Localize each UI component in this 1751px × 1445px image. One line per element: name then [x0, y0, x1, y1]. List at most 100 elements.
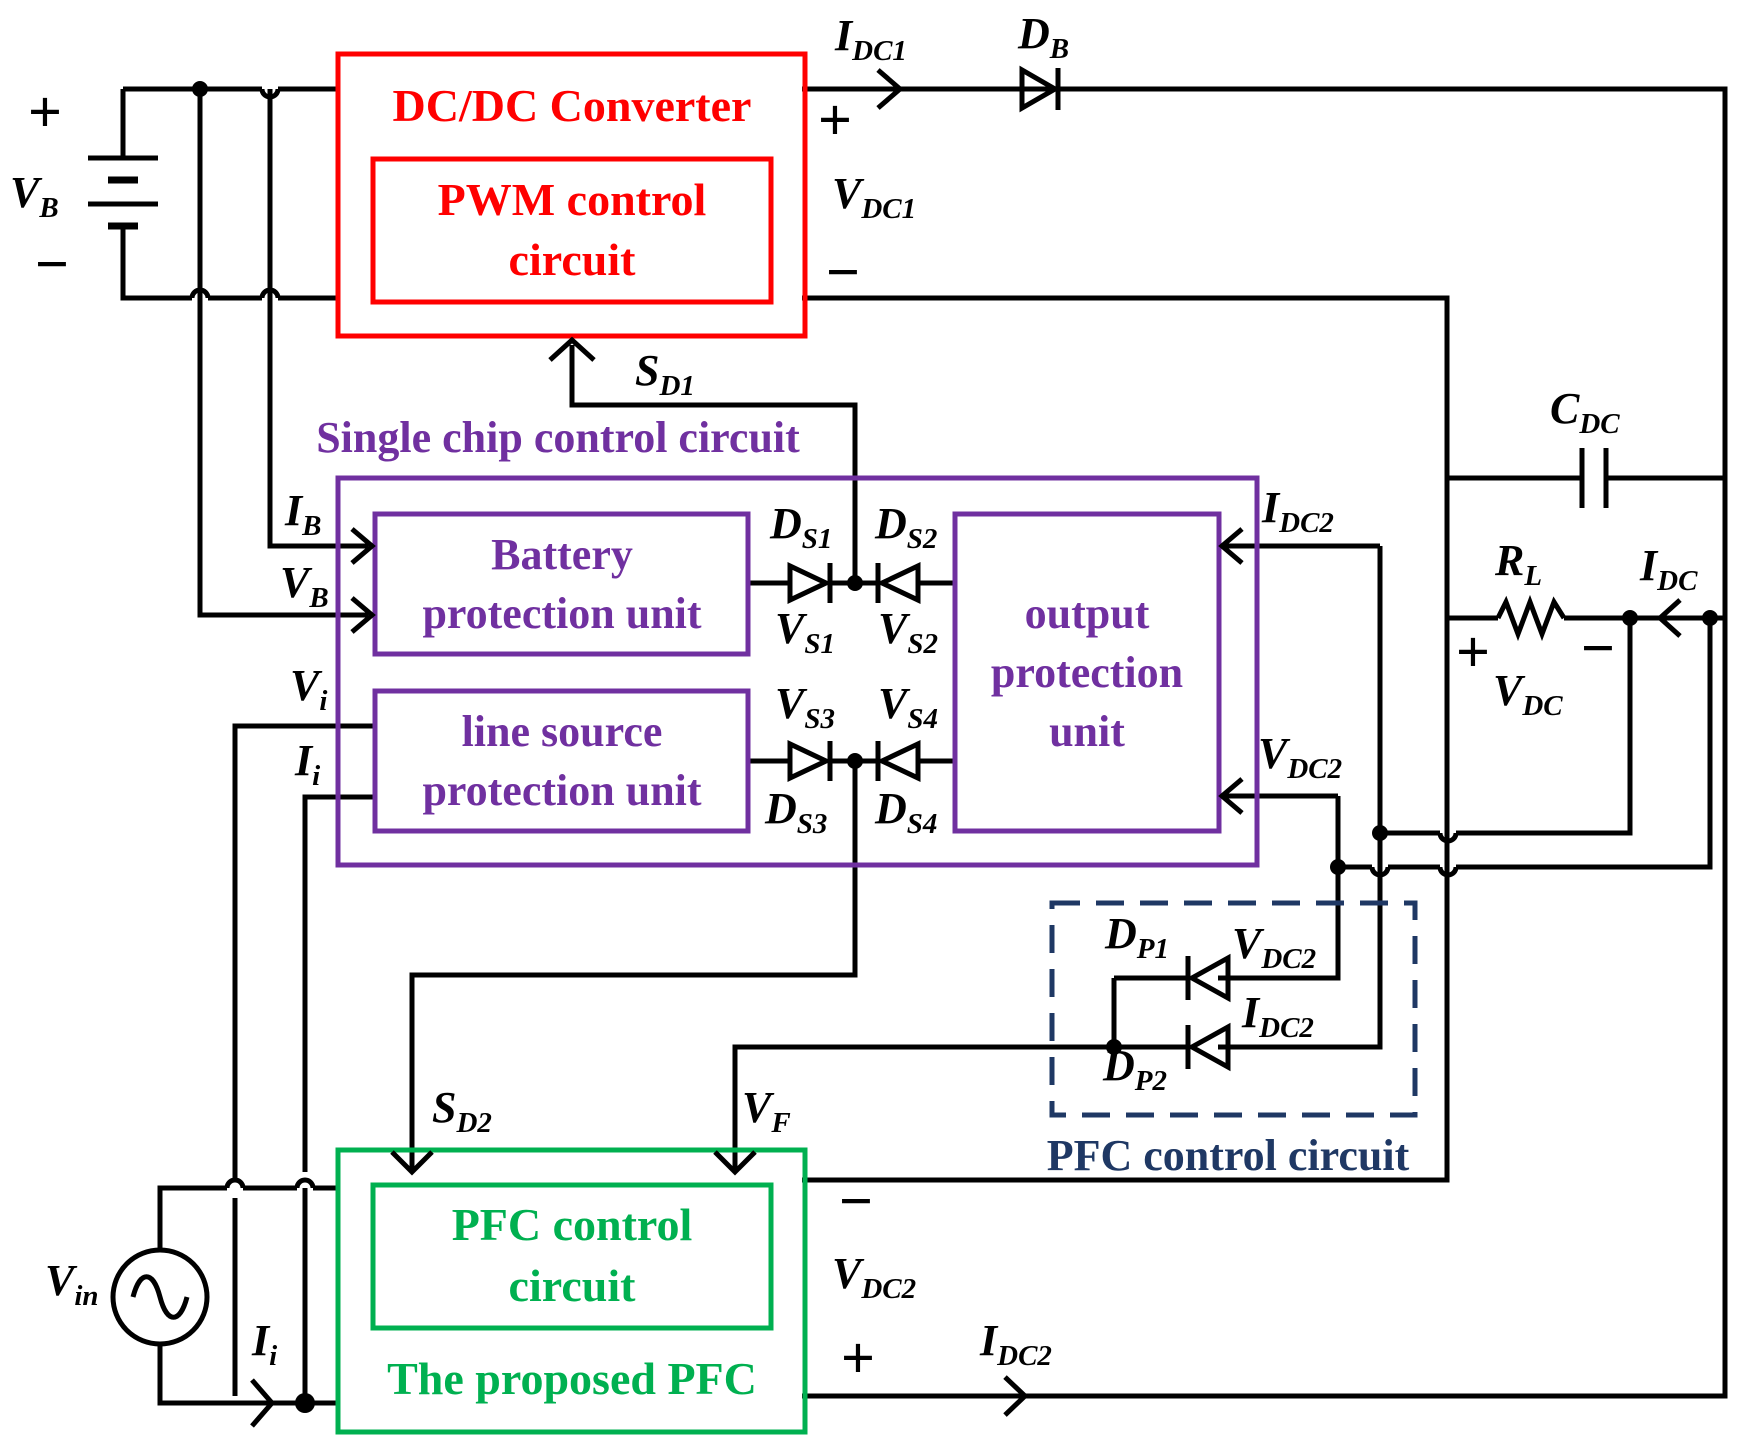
vf-wire	[732, 978, 1117, 1172]
ii-arrow-icon	[250, 1378, 276, 1428]
sd2-arrow-icon	[390, 1150, 434, 1176]
idc-arrow-icon	[1656, 598, 1682, 638]
pfc-inner-title-line2: circuit	[509, 1260, 637, 1311]
label-idc2-bot: IDC2	[979, 1316, 1052, 1372]
label-ib: IB	[284, 486, 321, 542]
vin-top-wire	[157, 1185, 338, 1250]
label-vdc2-pfc: VDC2	[1232, 919, 1316, 975]
label-ds1: DS1	[769, 499, 832, 555]
label-db: DB	[1017, 9, 1069, 65]
label-idc: IDC	[1639, 541, 1698, 597]
battery-title-line1: Battery	[491, 530, 633, 579]
vdc-plus: +	[1456, 619, 1490, 685]
vdc2-in-arrow-icon	[1218, 777, 1244, 815]
ii-sense-wire	[302, 794, 375, 1396]
pwm-title-line2: circuit	[509, 234, 637, 285]
idc2-in-arrow-icon	[1218, 527, 1244, 565]
idc1-arrow-icon	[876, 68, 904, 110]
diode-ds1-icon	[787, 562, 833, 604]
label-dp1: DP1	[1104, 909, 1169, 965]
label-ds3: DS3	[764, 784, 827, 840]
output-title-line3: unit	[1049, 707, 1125, 756]
label-sd2: SD2	[432, 1083, 492, 1139]
vdc2-plus: +	[841, 1325, 875, 1391]
vin-bottom-wire	[157, 1345, 338, 1406]
wires	[120, 86, 1728, 1406]
single-chip-title: Single chip control circuit	[316, 413, 800, 462]
label-vs3: VS3	[775, 679, 835, 735]
label-rl: RL	[1494, 536, 1542, 592]
line-source-title-line2: protection unit	[422, 766, 701, 815]
single-chip-box	[335, 475, 1260, 868]
idc-return-wire	[1380, 618, 1633, 836]
sd1-wire	[569, 345, 858, 583]
pfc-control-dashed-title: PFC control circuit	[1047, 1131, 1410, 1180]
label-vdc2-mid: VDC2	[1258, 729, 1342, 785]
label-ds4: DS4	[874, 784, 937, 840]
vdc-minus: −	[1581, 615, 1615, 681]
diode-db-icon	[1019, 65, 1061, 113]
battery-plus: +	[28, 79, 62, 145]
pwm-control-box	[370, 156, 774, 305]
battery-minus: −	[35, 231, 69, 297]
vb-sense-wire	[197, 89, 368, 618]
polarity-signs: + − + − + − − +	[28, 79, 1615, 1391]
label-idc2-pfc: IDC2	[1241, 988, 1314, 1044]
label-vs1: VS1	[775, 604, 835, 660]
output-sense-in	[1219, 543, 1380, 799]
vdc2-minus: −	[839, 1168, 873, 1234]
label-idc2-top: IDC2	[1261, 483, 1334, 539]
diode-ds2-icon	[875, 562, 921, 604]
battery-top-wire	[120, 86, 338, 158]
diode-ds3-icon	[787, 740, 833, 782]
resistor-rl-icon	[1495, 594, 1567, 642]
output-title-line1: output	[1025, 589, 1150, 638]
dc-bus-negative	[802, 295, 1450, 1183]
diode-dp1-icon	[1185, 953, 1231, 1003]
line-source-protection-box	[372, 688, 751, 834]
label-vs2: VS2	[878, 604, 938, 660]
battery-icon	[88, 155, 158, 230]
junction-dots	[192, 81, 1718, 1413]
pfc-outer-title: The proposed PFC	[387, 1353, 757, 1404]
label-vf: VF	[742, 1083, 791, 1139]
line-source-title-line1: line source	[462, 707, 663, 756]
label-dp2: DP2	[1102, 1041, 1167, 1097]
ib-arrow-icon	[350, 527, 376, 565]
output-protection-box	[952, 511, 1222, 834]
label-vb-main: VB	[10, 168, 59, 224]
label-idc1: IDC1	[834, 11, 907, 67]
ib-sense-wire	[267, 89, 368, 549]
output-title-line2: protection	[991, 648, 1183, 697]
pfc-inner-title-line1: PFC control	[452, 1199, 693, 1250]
label-ds2: DS2	[874, 499, 937, 555]
label-sd1: SD1	[635, 346, 695, 402]
label-vin: Vin	[45, 1256, 99, 1312]
diode-dp2-icon	[1185, 1022, 1231, 1072]
vi-sense-wire	[232, 723, 375, 1396]
label-cdc: CDC	[1550, 384, 1620, 440]
label-vi: Vi	[290, 661, 327, 717]
proposed-pfc-box	[335, 1147, 808, 1435]
dcdc-title: DC/DC Converter	[393, 80, 752, 131]
label-vb-in: VB	[280, 558, 329, 614]
pfc-control-dashed-box	[1049, 900, 1418, 1118]
label-vdc1: VDC1	[832, 169, 916, 225]
battery-bottom-wire	[120, 226, 338, 301]
vb-arrow-icon	[350, 596, 376, 634]
dcdc-converter-box	[335, 51, 808, 339]
label-vdc2-out: VDC2	[832, 1249, 916, 1305]
label-vdc: VDC	[1493, 666, 1563, 722]
vdc1-minus: −	[826, 239, 860, 305]
ac-source-icon	[110, 1247, 210, 1347]
battery-protection-box	[372, 511, 751, 657]
sd1-arrow-icon	[548, 336, 596, 362]
vdc-return-wire	[1338, 618, 1713, 870]
wire-hop	[1437, 832, 1459, 844]
battery-title-line2: protection unit	[422, 589, 701, 638]
vf-arrow-icon	[713, 1150, 757, 1176]
wire-hops	[224, 1177, 316, 1189]
dc-bus-positive	[802, 86, 1728, 1399]
label-vs4: VS4	[878, 679, 938, 735]
